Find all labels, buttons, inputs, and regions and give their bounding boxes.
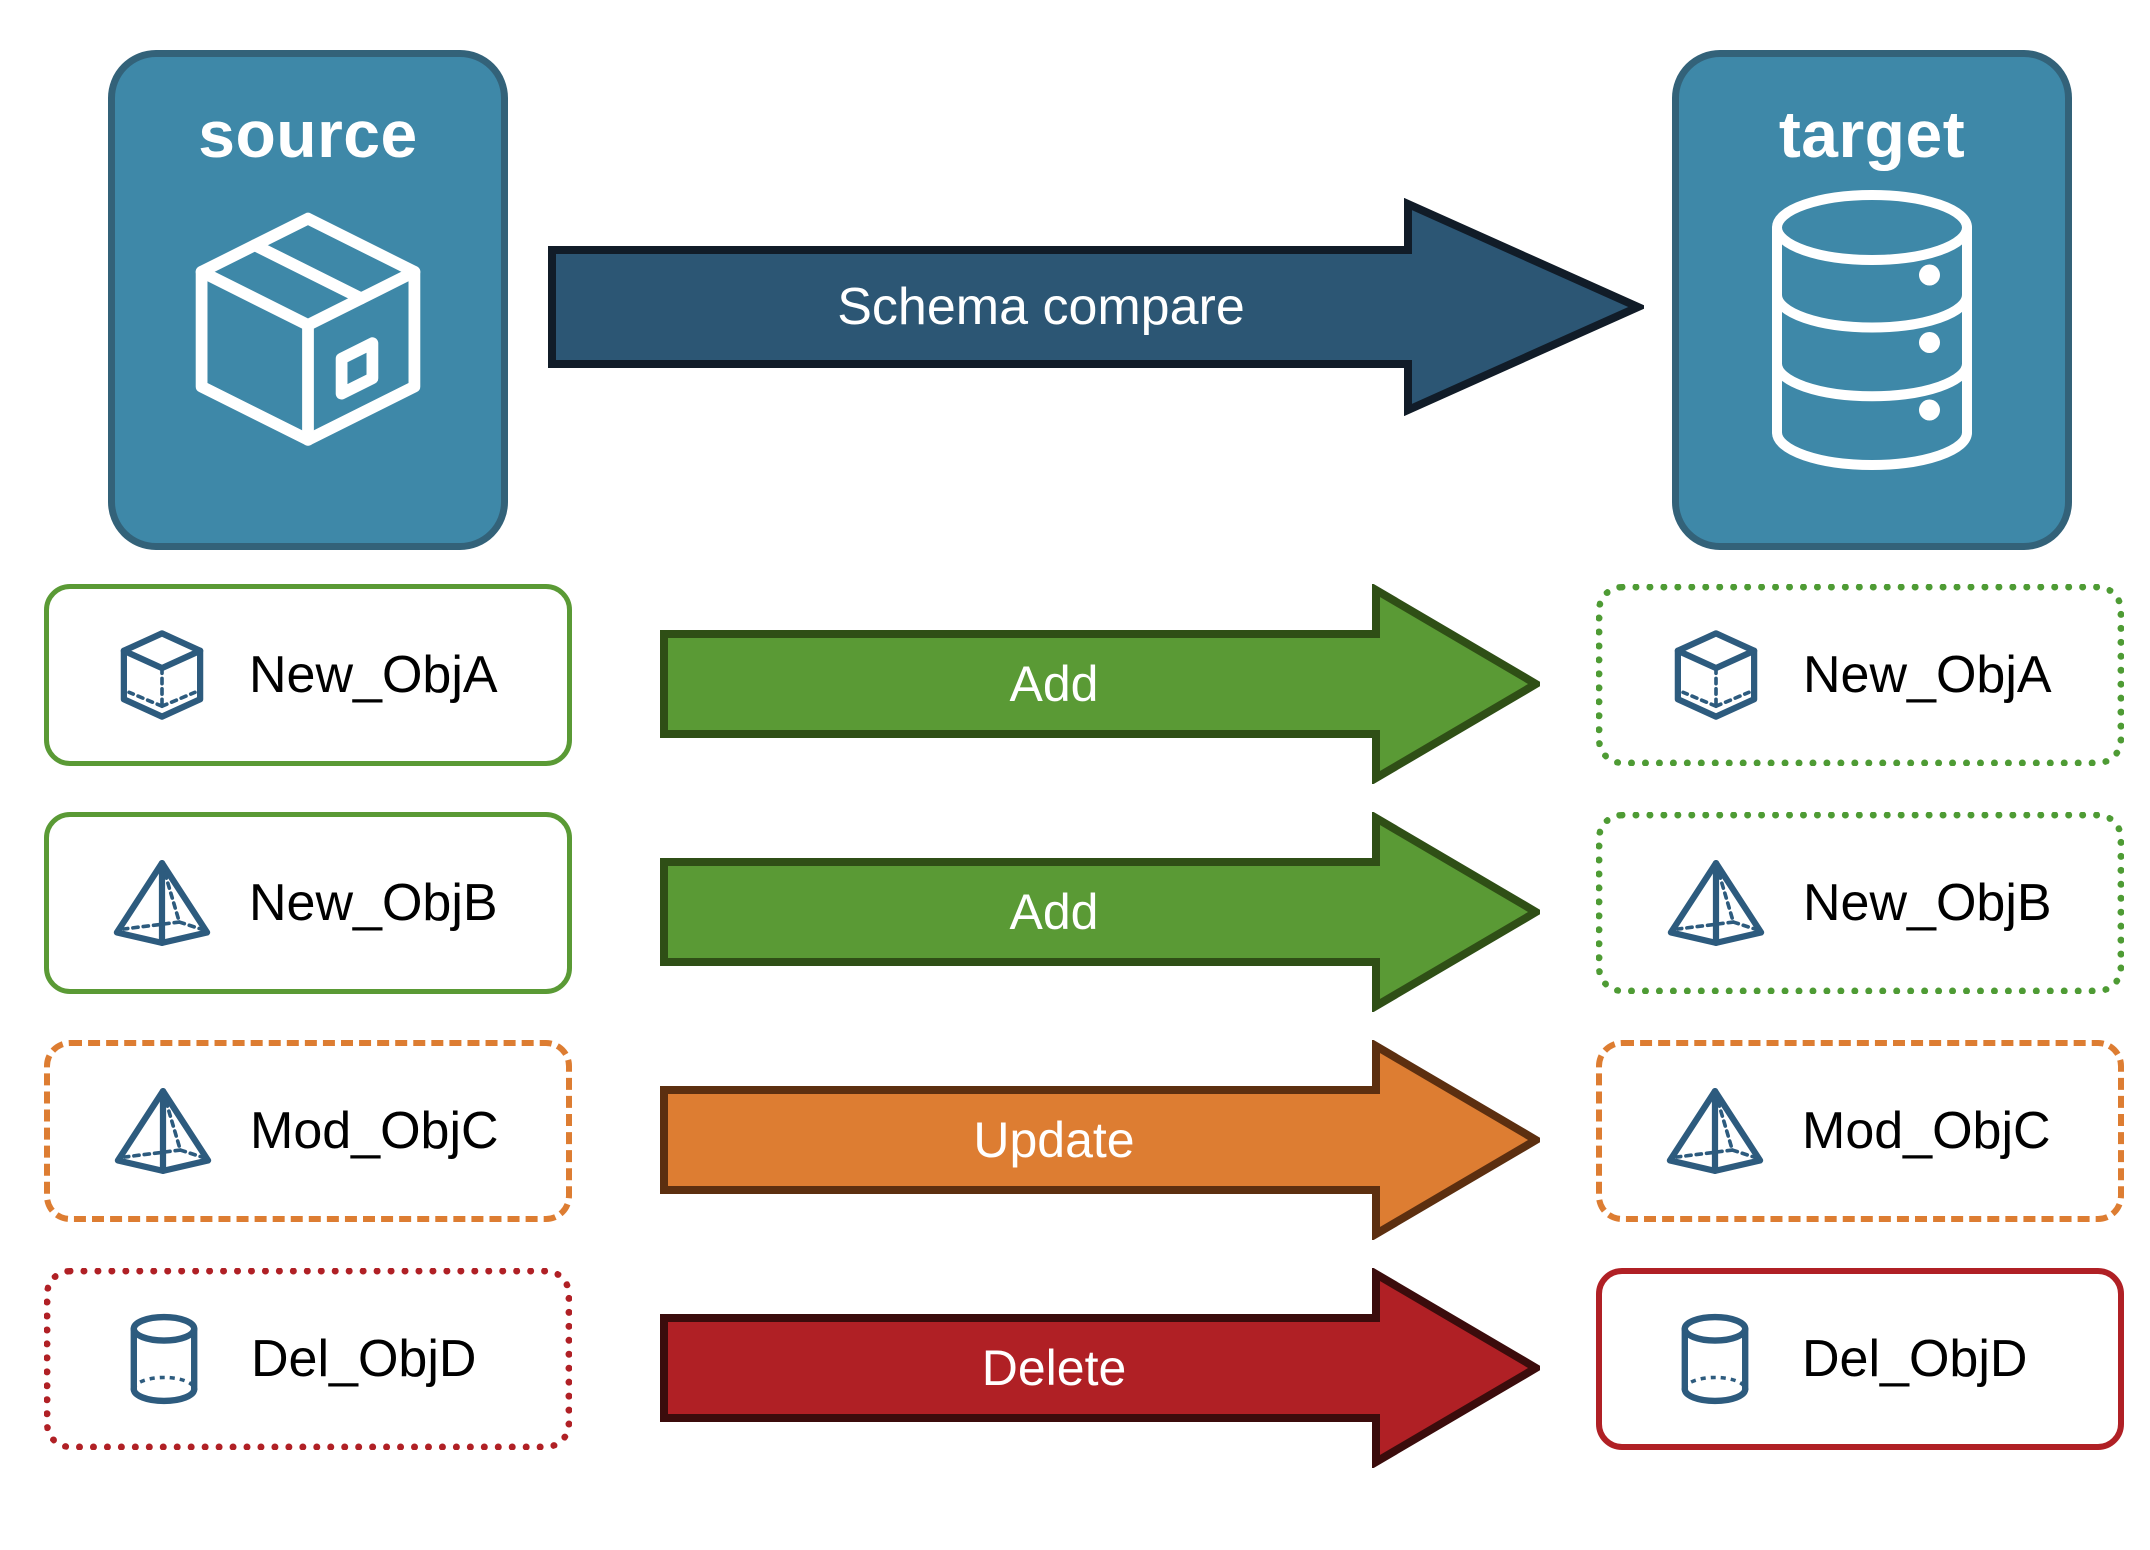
source-endpoint-box[interactable]: source xyxy=(108,50,508,550)
wireframe-pyramid-icon xyxy=(98,1079,228,1183)
target-title: target xyxy=(1778,97,1966,171)
source-object-label: New_ObjB xyxy=(249,874,498,932)
target-object-box[interactable]: New_ObjB xyxy=(1596,812,2124,994)
wireframe-pyramid-icon xyxy=(97,851,227,955)
endpoints-section: source Schema compare target xyxy=(0,0,2150,560)
target-object-label: Del_ObjD xyxy=(1802,1330,2028,1388)
wireframe-cube-icon xyxy=(97,623,227,727)
object-rows-section: New_ObjA Add New_Obj xyxy=(0,584,2150,1550)
source-object-box[interactable]: New_ObjB xyxy=(44,812,572,994)
target-object-box[interactable]: Del_ObjD xyxy=(1596,1268,2124,1450)
add-action-arrow[interactable] xyxy=(660,812,1540,1012)
package-box-icon xyxy=(168,185,448,470)
table-row: New_ObjB Add New_Obj xyxy=(0,812,2150,1012)
source-object-label: New_ObjA xyxy=(249,646,498,704)
source-object-label: Del_ObjD xyxy=(251,1330,477,1388)
wireframe-pyramid-icon xyxy=(1650,1079,1780,1183)
table-row: Del_ObjD Delete Del_ObjD xyxy=(0,1268,2150,1468)
target-object-label: New_ObjA xyxy=(1803,646,2052,704)
target-object-label: New_ObjB xyxy=(1803,874,2052,932)
add-action-arrow[interactable] xyxy=(660,584,1540,784)
delete-action-arrow[interactable] xyxy=(660,1268,1540,1468)
target-object-label: Mod_ObjC xyxy=(1802,1102,2051,1160)
target-object-box[interactable]: New_ObjA xyxy=(1596,584,2124,766)
database-cylinder-icon xyxy=(1747,185,1997,480)
wireframe-pyramid-icon xyxy=(1651,851,1781,955)
wireframe-cylinder-icon xyxy=(99,1307,229,1411)
source-object-label: Mod_ObjC xyxy=(250,1102,499,1160)
table-row: Mod_ObjC Update Mod_ xyxy=(0,1040,2150,1240)
source-title: source xyxy=(198,97,418,171)
table-row: New_ObjA Add New_Obj xyxy=(0,584,2150,784)
target-endpoint-box[interactable]: target xyxy=(1672,50,2072,550)
wireframe-cylinder-icon xyxy=(1650,1307,1780,1411)
update-action-arrow[interactable] xyxy=(660,1040,1540,1240)
schema-compare-arrow xyxy=(548,198,1644,416)
source-object-box[interactable]: Mod_ObjC xyxy=(44,1040,572,1222)
source-object-box[interactable]: Del_ObjD xyxy=(44,1268,572,1450)
source-object-box[interactable]: New_ObjA xyxy=(44,584,572,766)
target-object-box[interactable]: Mod_ObjC xyxy=(1596,1040,2124,1222)
wireframe-cube-icon xyxy=(1651,623,1781,727)
